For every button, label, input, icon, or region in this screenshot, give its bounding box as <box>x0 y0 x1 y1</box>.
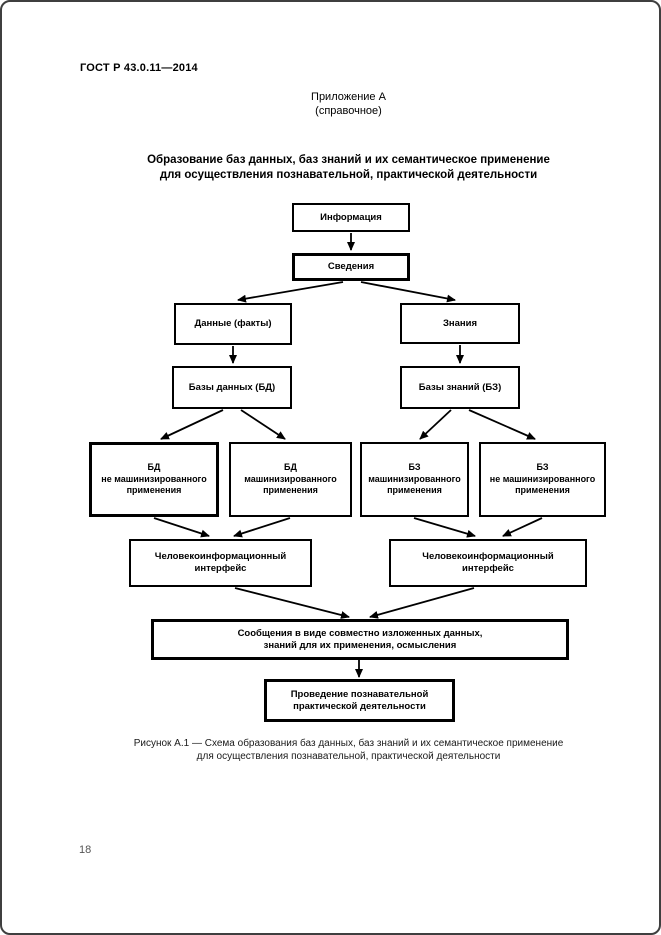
arrow-bdmech-iface <box>233 517 291 538</box>
arrow-bz-nonmech <box>468 409 536 440</box>
page-number: 18 <box>79 844 92 856</box>
node-interface-right: Человекоинформационный интерфейс <box>389 539 587 587</box>
node-information: Информация <box>292 203 410 232</box>
node-messages: Сообщения в виде совместно изложенных да… <box>151 619 569 660</box>
node-znaniya: Знания <box>400 303 520 344</box>
node-bz-non-mech: БЗ не машинизированного применения <box>479 442 606 517</box>
arrow-svedeniya-znaniya <box>360 281 456 303</box>
doc-code: ГОСТ Р 43.0.11—2014 <box>80 62 198 74</box>
node-final-activity: Проведение познавательной практической д… <box>264 679 455 722</box>
figure-caption: Рисунок А.1 — Схема образования баз данн… <box>133 738 564 762</box>
node-bazy-znaniy: Базы знаний (БЗ) <box>400 366 520 409</box>
arrow-bd-nonmech <box>160 409 224 440</box>
arrow-ifacer-messages <box>369 587 475 619</box>
arrow-bd-mech <box>240 409 286 440</box>
arrow-bz-mech <box>419 409 452 440</box>
annex-label: Приложение А <box>311 91 386 103</box>
arrow-svedeniya-dannye <box>237 281 344 303</box>
arrow-bznonmech-iface <box>502 517 543 537</box>
arrow-bzmech-iface <box>413 517 476 538</box>
node-svedeniya: Сведения <box>292 253 410 281</box>
arrow-ifacel-messages <box>234 587 350 619</box>
annex-heading: Приложение А (справочное) <box>38 90 659 118</box>
node-bz-mech: БЗ машинизированного применения <box>360 442 469 517</box>
node-bazy-dannyh: Базы данных (БД) <box>172 366 292 409</box>
figure-title: Образование баз данных, баз знаний и их … <box>147 154 550 181</box>
node-bd-mech: БД машинизированного применения <box>229 442 352 517</box>
arrow-bdnonmech-iface <box>153 517 210 538</box>
node-dannye-fakty: Данные (факты) <box>174 303 292 345</box>
node-interface-left: Человекоинформационный интерфейс <box>129 539 312 587</box>
annex-note: (справочное) <box>315 105 382 117</box>
node-bd-non-mech: БД не машинизированного применения <box>89 442 219 517</box>
